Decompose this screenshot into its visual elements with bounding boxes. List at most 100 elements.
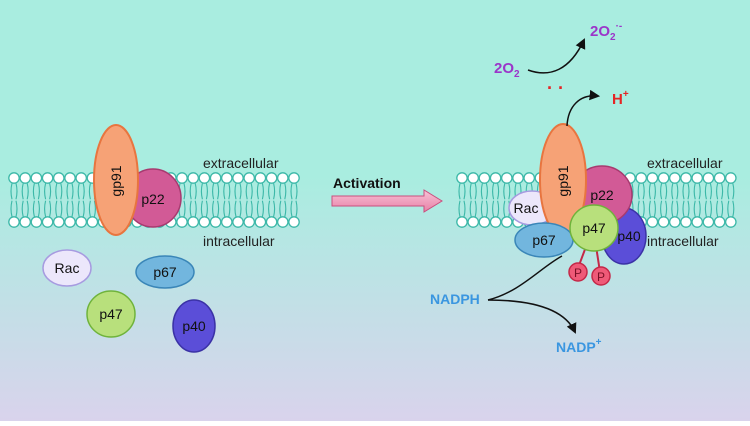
lipid-tail [716,183,719,200]
lipid-tail [228,200,231,217]
lipid-head [500,216,513,228]
lipid-tail [463,200,466,217]
lipid-tail [480,200,483,217]
lipid-head [489,172,502,184]
lipid-tail [642,200,645,217]
lipid-head [41,216,54,228]
lipid-tail [497,183,500,200]
lipid-tail [26,183,29,200]
lipid-head [657,172,670,184]
lipid-head [646,216,659,228]
nadph-label: NADPH [430,291,480,307]
lipid-head [75,216,88,228]
lipid-tail [183,183,186,200]
lipid-tail [704,200,707,217]
lipid-tail [273,183,276,200]
lipid-tail [648,183,651,200]
lipid-head [276,216,289,228]
lipid-tail [721,183,724,200]
lipid-tail [709,200,712,217]
lipid-head [724,172,737,184]
lipid-head [646,172,659,184]
lipid-tail [60,200,63,217]
gp91-label: gp91 [555,165,571,196]
lipid-tail [32,200,35,217]
lipid-tail [687,183,690,200]
lipid-tail [279,183,282,200]
extracellular-label-right: extracellular [647,155,723,171]
lipid-tail [503,183,506,200]
lipid-head [220,216,233,228]
lipid-head [288,172,300,184]
lipid-head [19,216,32,228]
active-complex: p40 p22 Rac gp91 p67 p47 P [508,123,647,286]
lipid-tail [653,183,656,200]
p47-label: p47 [582,220,606,236]
lipid-tail [37,200,40,217]
p67-label: p67 [153,264,177,280]
lipid-head [176,172,188,184]
lipid-head [41,172,54,184]
lipid-tail [698,200,701,217]
lipid-tail [256,200,259,217]
lipid-tail [295,183,298,200]
lipid-tail [665,183,668,200]
lipid-tail [21,200,24,217]
lipid-head [64,216,76,228]
intracellular-label-left: intracellular [203,233,275,249]
lipid-head [232,216,244,228]
lipid-tail [245,200,248,217]
lipid-tail [660,183,663,200]
rac-label: Rac [514,200,539,216]
p47-label: p47 [99,306,123,322]
lipid-tail [693,200,696,217]
lipid-head [635,172,648,184]
lipid-tail [223,200,226,217]
protein-gp91-left: gp91 [93,124,139,236]
p67-label: p67 [532,232,556,248]
lipid-tail [671,183,674,200]
lipid-head [691,216,704,228]
lipid-head [232,172,244,184]
resting-complex: p22 gp91 [93,124,182,236]
lipid-tail [637,183,640,200]
lipid-tail [665,200,668,217]
lipid-tail [189,183,192,200]
lipid-tail [458,183,461,200]
lipid-tail [77,183,80,200]
activation-label: Activation [333,175,401,191]
lipid-tail [26,200,29,217]
activation-arrow: Activation [331,175,443,213]
lipid-head [52,216,65,228]
lipid-tail [485,183,488,200]
extracellular-label-left: extracellular [203,155,279,171]
lipid-tail [508,183,511,200]
lipid-tail [687,200,690,217]
lipid-tail [234,183,237,200]
p40-label: p40 [182,318,206,334]
rac-label: Rac [55,260,80,276]
lipid-head [265,216,278,228]
lipid-tail [250,183,253,200]
lipid-head [668,216,681,228]
lipid-tail [268,200,271,217]
lipid-tail [82,200,85,217]
lipid-tail [295,200,298,217]
lipid-tail [676,183,679,200]
lipid-head [478,172,491,184]
lipid-tail [200,200,203,217]
lipid-head [467,216,480,228]
lipid-tail [284,183,287,200]
lipid-tail [492,200,495,217]
lipid-tail [10,200,13,217]
lipid-tail [671,200,674,217]
nadph-oxidation-arrow [487,255,577,334]
lipid-tail [194,200,197,217]
lipid-head [187,216,200,228]
lipid-tail [82,183,85,200]
lipid-head [198,172,211,184]
lipid-tail [268,183,271,200]
lipid-head [8,216,20,228]
